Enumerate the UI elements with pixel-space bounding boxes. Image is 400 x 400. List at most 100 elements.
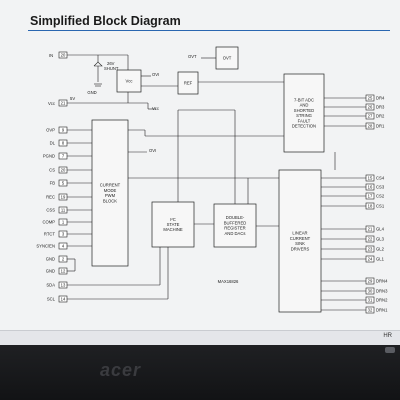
pin-label-css: CSS (46, 208, 55, 213)
pin-dr4 (365, 94, 375, 102)
pin-css (58, 206, 68, 214)
pin-gl3 (365, 235, 375, 243)
pin-label-dr2: DR2 (376, 114, 385, 119)
pin-sync/en (58, 242, 68, 250)
pin-vcc (58, 99, 68, 107)
pin-gnd-number: 2 (62, 257, 65, 262)
state-machine-block-text: MACHINE (163, 227, 183, 232)
pin-cs4-number: 15 (368, 176, 373, 181)
pin-label-in: IN (49, 53, 53, 58)
pin-drn1-number: 32 (368, 308, 373, 313)
pin-gl1 (365, 255, 375, 263)
adc-block-text: SHORTED (294, 108, 314, 113)
register-block-text: AND DACs (225, 231, 246, 236)
pin-label-sync/en: SYNC/EN (36, 244, 55, 249)
pin-in-number: 20 (61, 53, 66, 58)
pin-gl2 (365, 245, 375, 253)
pin-rec (58, 193, 68, 201)
pin-label-gnd: GND (46, 269, 55, 274)
sink-block (278, 169, 322, 313)
pin-gnd-number: 12 (61, 269, 66, 274)
pwm-block-text: CURRENT (100, 183, 121, 188)
pin-fb-number: 5 (62, 181, 65, 186)
pin-label-vcc: Vcc (48, 101, 55, 106)
pin-sda (58, 281, 68, 289)
pin-label-cs: CS (49, 168, 55, 173)
pin-drn3 (365, 287, 375, 295)
register-block-text: BUFFERED (224, 220, 247, 225)
pin-cs3-number: 16 (368, 185, 373, 190)
pin-cs3 (365, 183, 375, 191)
vcc-block-text: Vcc (126, 79, 133, 84)
ovt-label: OVT (188, 54, 197, 59)
pin-label-comp: COMP (42, 220, 55, 225)
pin-dl-number: 8 (62, 141, 65, 146)
adc-block-text: STRING (296, 113, 312, 118)
pin-label-drn1: DRN1 (376, 308, 388, 313)
pin-rec-number: 19 (61, 195, 66, 200)
pin-gl2-number: 23 (368, 247, 373, 252)
taskbar-status: HR (383, 333, 392, 339)
laptop-bezel (0, 345, 400, 400)
pin-scl (58, 295, 68, 303)
adc-block (283, 73, 325, 153)
page-title: Simplified Block Diagram (30, 14, 181, 28)
pin-pgnd-number: 7 (62, 154, 65, 159)
ovt-block-text: OVT (223, 56, 232, 61)
pin-label-dr3: DR3 (376, 105, 385, 110)
pin-in (58, 51, 68, 59)
pin-sync/en-number: 4 (62, 244, 65, 249)
pwm-block-text: MODE (104, 188, 117, 193)
pin-label-gl4: GL4 (376, 227, 385, 232)
pin-comp-number: 1 (62, 220, 65, 225)
pin-drn2 (365, 296, 375, 304)
pin-drn4-number: 29 (368, 279, 373, 284)
adc-block-text: DETECTION (292, 124, 316, 129)
wire (93, 61, 103, 67)
vcc-block (116, 69, 142, 93)
pin-gnd (58, 255, 68, 263)
pin-comp (58, 218, 68, 226)
pin-css-number: 11 (61, 208, 66, 213)
adc-block-text: FAULT (298, 118, 311, 123)
pin-gl4-number: 21 (368, 227, 373, 232)
pin-cs (58, 166, 68, 174)
pin-drn1 (365, 306, 375, 314)
pin-label-ovp: OVP (46, 128, 55, 133)
pin-gl3-number: 22 (368, 237, 373, 242)
adc-block-text: AND (300, 103, 309, 108)
zener-label: 26V (107, 61, 115, 66)
fivev-label: 5V (70, 96, 75, 101)
screen: Simplified Block Diagram Vcc REF OVT CURREN… (0, 0, 400, 345)
pin-ovp (58, 126, 68, 134)
ref-block (177, 71, 199, 95)
pin-gnd (58, 267, 68, 275)
state-machine-block-text: I²C (170, 217, 176, 222)
pin-label-gl2: GL2 (376, 247, 385, 252)
register-block (213, 203, 257, 248)
pin-label-drn2: DRN2 (376, 298, 388, 303)
pin-vcc-number: 21 (61, 101, 66, 106)
zener-label: SHUNT (104, 66, 119, 71)
pin-dr4-number: 25 (368, 96, 373, 101)
sink-block-text: DRIVERS (291, 246, 310, 251)
pin-dr1 (365, 122, 375, 130)
pin-cs-number: 20 (61, 168, 66, 173)
sink-block-text: LINEAR (292, 231, 307, 236)
state-machine-block-text: STATE (167, 222, 180, 227)
pin-scl-number: 14 (61, 297, 66, 302)
pin-label-drn4: DRN4 (376, 279, 388, 284)
pin-cs1-number: 18 (368, 204, 373, 209)
ref-block-text: REF (184, 81, 193, 86)
pin-cs2-number: 17 (368, 194, 373, 199)
pin-dr2-number: 27 (368, 114, 373, 119)
pin-label-sda: SDA (46, 283, 55, 288)
laptop-brand-logo: acer (100, 360, 142, 380)
ovt-block (215, 46, 239, 70)
ovi-label: OVI (152, 72, 159, 77)
pin-fb (58, 179, 68, 187)
pwm-block-text: BLOCK (103, 198, 117, 203)
pin-pgnd (58, 152, 68, 160)
pin-drn4 (365, 277, 375, 285)
